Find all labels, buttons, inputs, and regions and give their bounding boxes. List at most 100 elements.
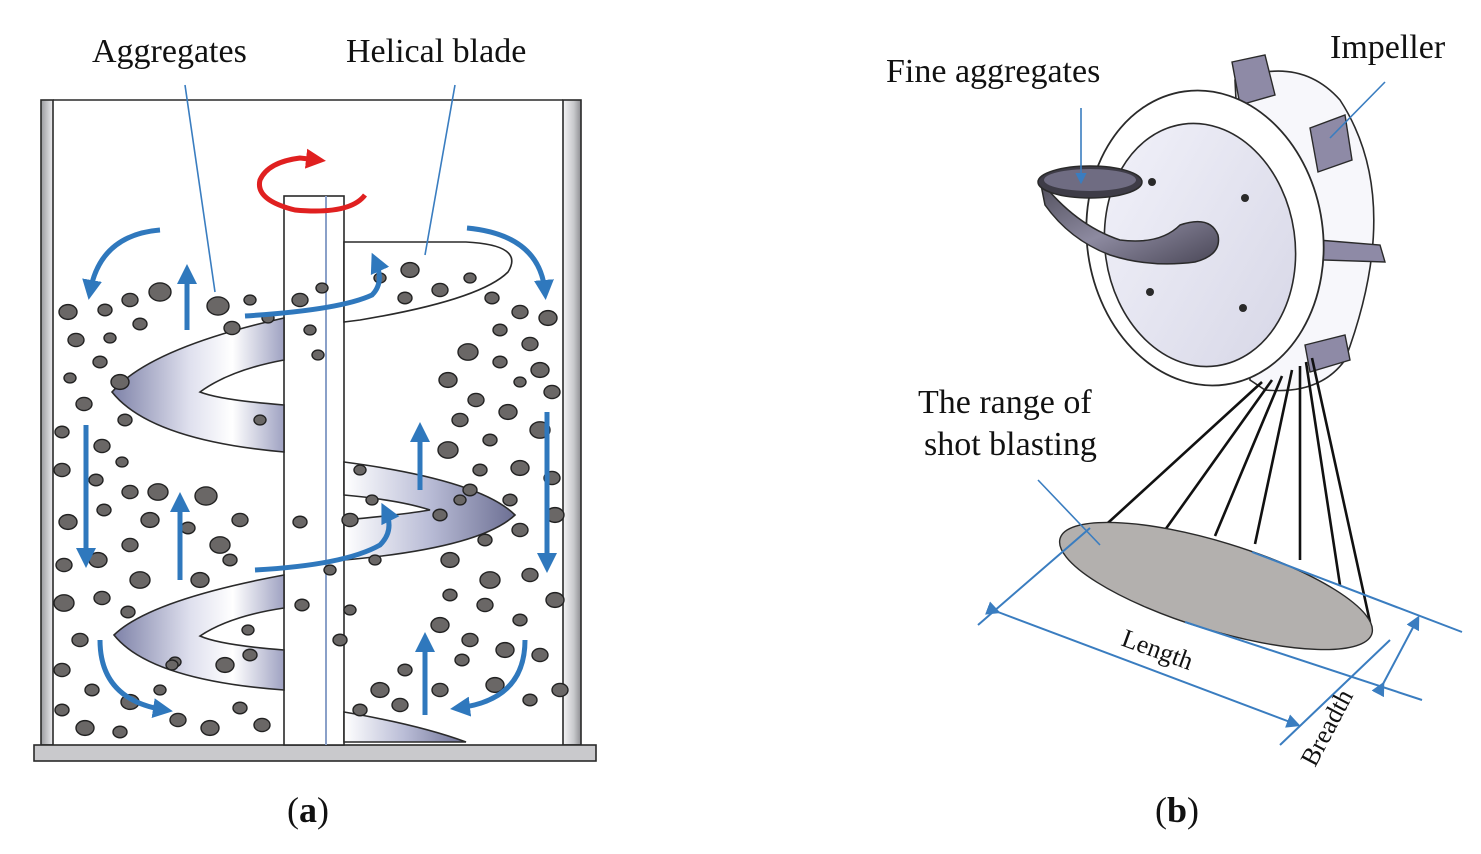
aggregate-particle — [97, 303, 113, 317]
aggregate-particle — [370, 681, 390, 699]
aggregate-particle — [438, 371, 458, 389]
aggregate-particle — [311, 349, 325, 361]
shot-trajectories — [1097, 357, 1372, 623]
aggregate-particle — [513, 376, 527, 388]
aggregate-particle — [169, 712, 187, 728]
aggregate-particle — [461, 632, 479, 648]
caption-a: (a) — [287, 790, 329, 830]
aggregate-particle — [153, 684, 167, 696]
aggregate-particle — [75, 719, 95, 737]
aggregate-particle — [140, 511, 160, 529]
aggregate-particle — [200, 719, 220, 737]
aggregate-particle — [368, 554, 382, 566]
aggregate-particle — [442, 588, 458, 602]
label-helical-blade: Helical blade — [346, 33, 526, 70]
aggregate-particle — [315, 282, 329, 294]
aggregate-particle — [112, 725, 128, 739]
aggregate-particle — [132, 317, 148, 331]
aggregate-particle — [397, 663, 413, 677]
aggregate-particle — [231, 512, 249, 528]
aggregate-particle — [84, 683, 100, 697]
aggregate-particles — [53, 261, 569, 739]
label-length: Length — [1118, 623, 1197, 675]
aggregate-particle — [148, 282, 172, 302]
aggregate-particle — [63, 372, 77, 384]
aggregate-particle — [241, 624, 255, 636]
aggregate-particle — [129, 571, 151, 589]
aggregate-particle — [303, 324, 317, 336]
aggregate-particle — [96, 503, 112, 517]
aggregate-particle — [332, 633, 348, 647]
aggregate-particle — [551, 682, 569, 698]
aggregate-particle — [121, 537, 139, 553]
aggregate-particle — [352, 703, 368, 717]
aggregate-particle — [53, 594, 75, 612]
aggregate-particle — [243, 294, 257, 306]
aggregate-particle — [479, 571, 501, 589]
aggregate-particle — [110, 373, 130, 391]
aggregate-particle — [530, 361, 550, 379]
label-range-line2: shot blasting — [924, 426, 1097, 463]
aggregate-particle — [58, 303, 78, 321]
aggregate-particle — [454, 653, 470, 667]
impeller — [1085, 54, 1386, 392]
aggregate-particle — [75, 396, 93, 412]
aggregate-particle — [71, 632, 89, 648]
aggregate-particle — [498, 403, 518, 421]
aggregate-particle — [451, 412, 469, 428]
aggregate-particle — [54, 703, 70, 717]
panel-b-shot-blaster: Fine aggregates Impeller The range of sh… — [886, 29, 1463, 830]
aggregate-particle — [53, 662, 71, 678]
caption-b: (b) — [1155, 790, 1199, 830]
aggregate-particle — [397, 291, 413, 305]
aggregate-particle — [147, 483, 169, 501]
central-shaft — [283, 195, 345, 746]
aggregate-particle — [341, 512, 359, 528]
aggregate-particle — [222, 553, 238, 567]
flow-arrows — [76, 225, 557, 719]
feed-funnel — [1037, 165, 1220, 265]
aggregate-particle — [292, 515, 308, 529]
aggregate-particle — [92, 355, 108, 369]
aggregate-particle — [58, 513, 78, 531]
aggregate-particle — [492, 323, 508, 337]
aggregate-particle — [88, 551, 108, 569]
aggregate-particle — [545, 591, 565, 609]
aggregate-particle — [253, 414, 267, 426]
aggregate-particle — [484, 291, 500, 305]
aggregate-particle — [482, 433, 498, 447]
aggregate-particle — [492, 355, 508, 369]
aggregate-particle — [440, 551, 460, 569]
aggregate-particle — [343, 604, 357, 616]
aggregate-particle — [365, 494, 379, 506]
aggregate-particle — [242, 648, 258, 662]
aggregate-particle — [432, 508, 448, 522]
aggregate-particle — [67, 332, 85, 348]
aggregate-particle — [190, 571, 210, 589]
aggregate-particle — [103, 332, 117, 344]
flow-arrow-sweep-mid — [254, 502, 400, 573]
aggregate-particle — [323, 564, 337, 576]
aggregate-particle — [502, 493, 518, 507]
label-fine-aggregates: Fine aggregates — [886, 53, 1100, 90]
aggregate-particle — [294, 598, 310, 612]
aggregate-particle — [53, 462, 71, 478]
aggregate-particle — [512, 613, 528, 627]
aggregate-particle — [457, 343, 479, 361]
aggregate-particle — [453, 494, 467, 506]
aggregate-particle — [215, 656, 235, 674]
aggregate-particle — [121, 292, 139, 308]
flow-arrow-bottom-left — [97, 639, 173, 719]
aggregate-particle — [165, 659, 179, 671]
aggregate-particle — [437, 441, 459, 459]
container-left-wall — [40, 99, 54, 746]
aggregate-particle — [391, 697, 409, 713]
aggregate-particle — [543, 384, 561, 400]
flow-arrow-top-right — [466, 225, 554, 300]
aggregate-particle — [93, 590, 111, 606]
aggregate-particle — [93, 438, 111, 454]
aggregate-particle — [180, 521, 196, 535]
label-breadth: Breadth — [1295, 685, 1359, 771]
helical-blade — [110, 241, 517, 743]
label-impeller: Impeller — [1330, 29, 1446, 66]
